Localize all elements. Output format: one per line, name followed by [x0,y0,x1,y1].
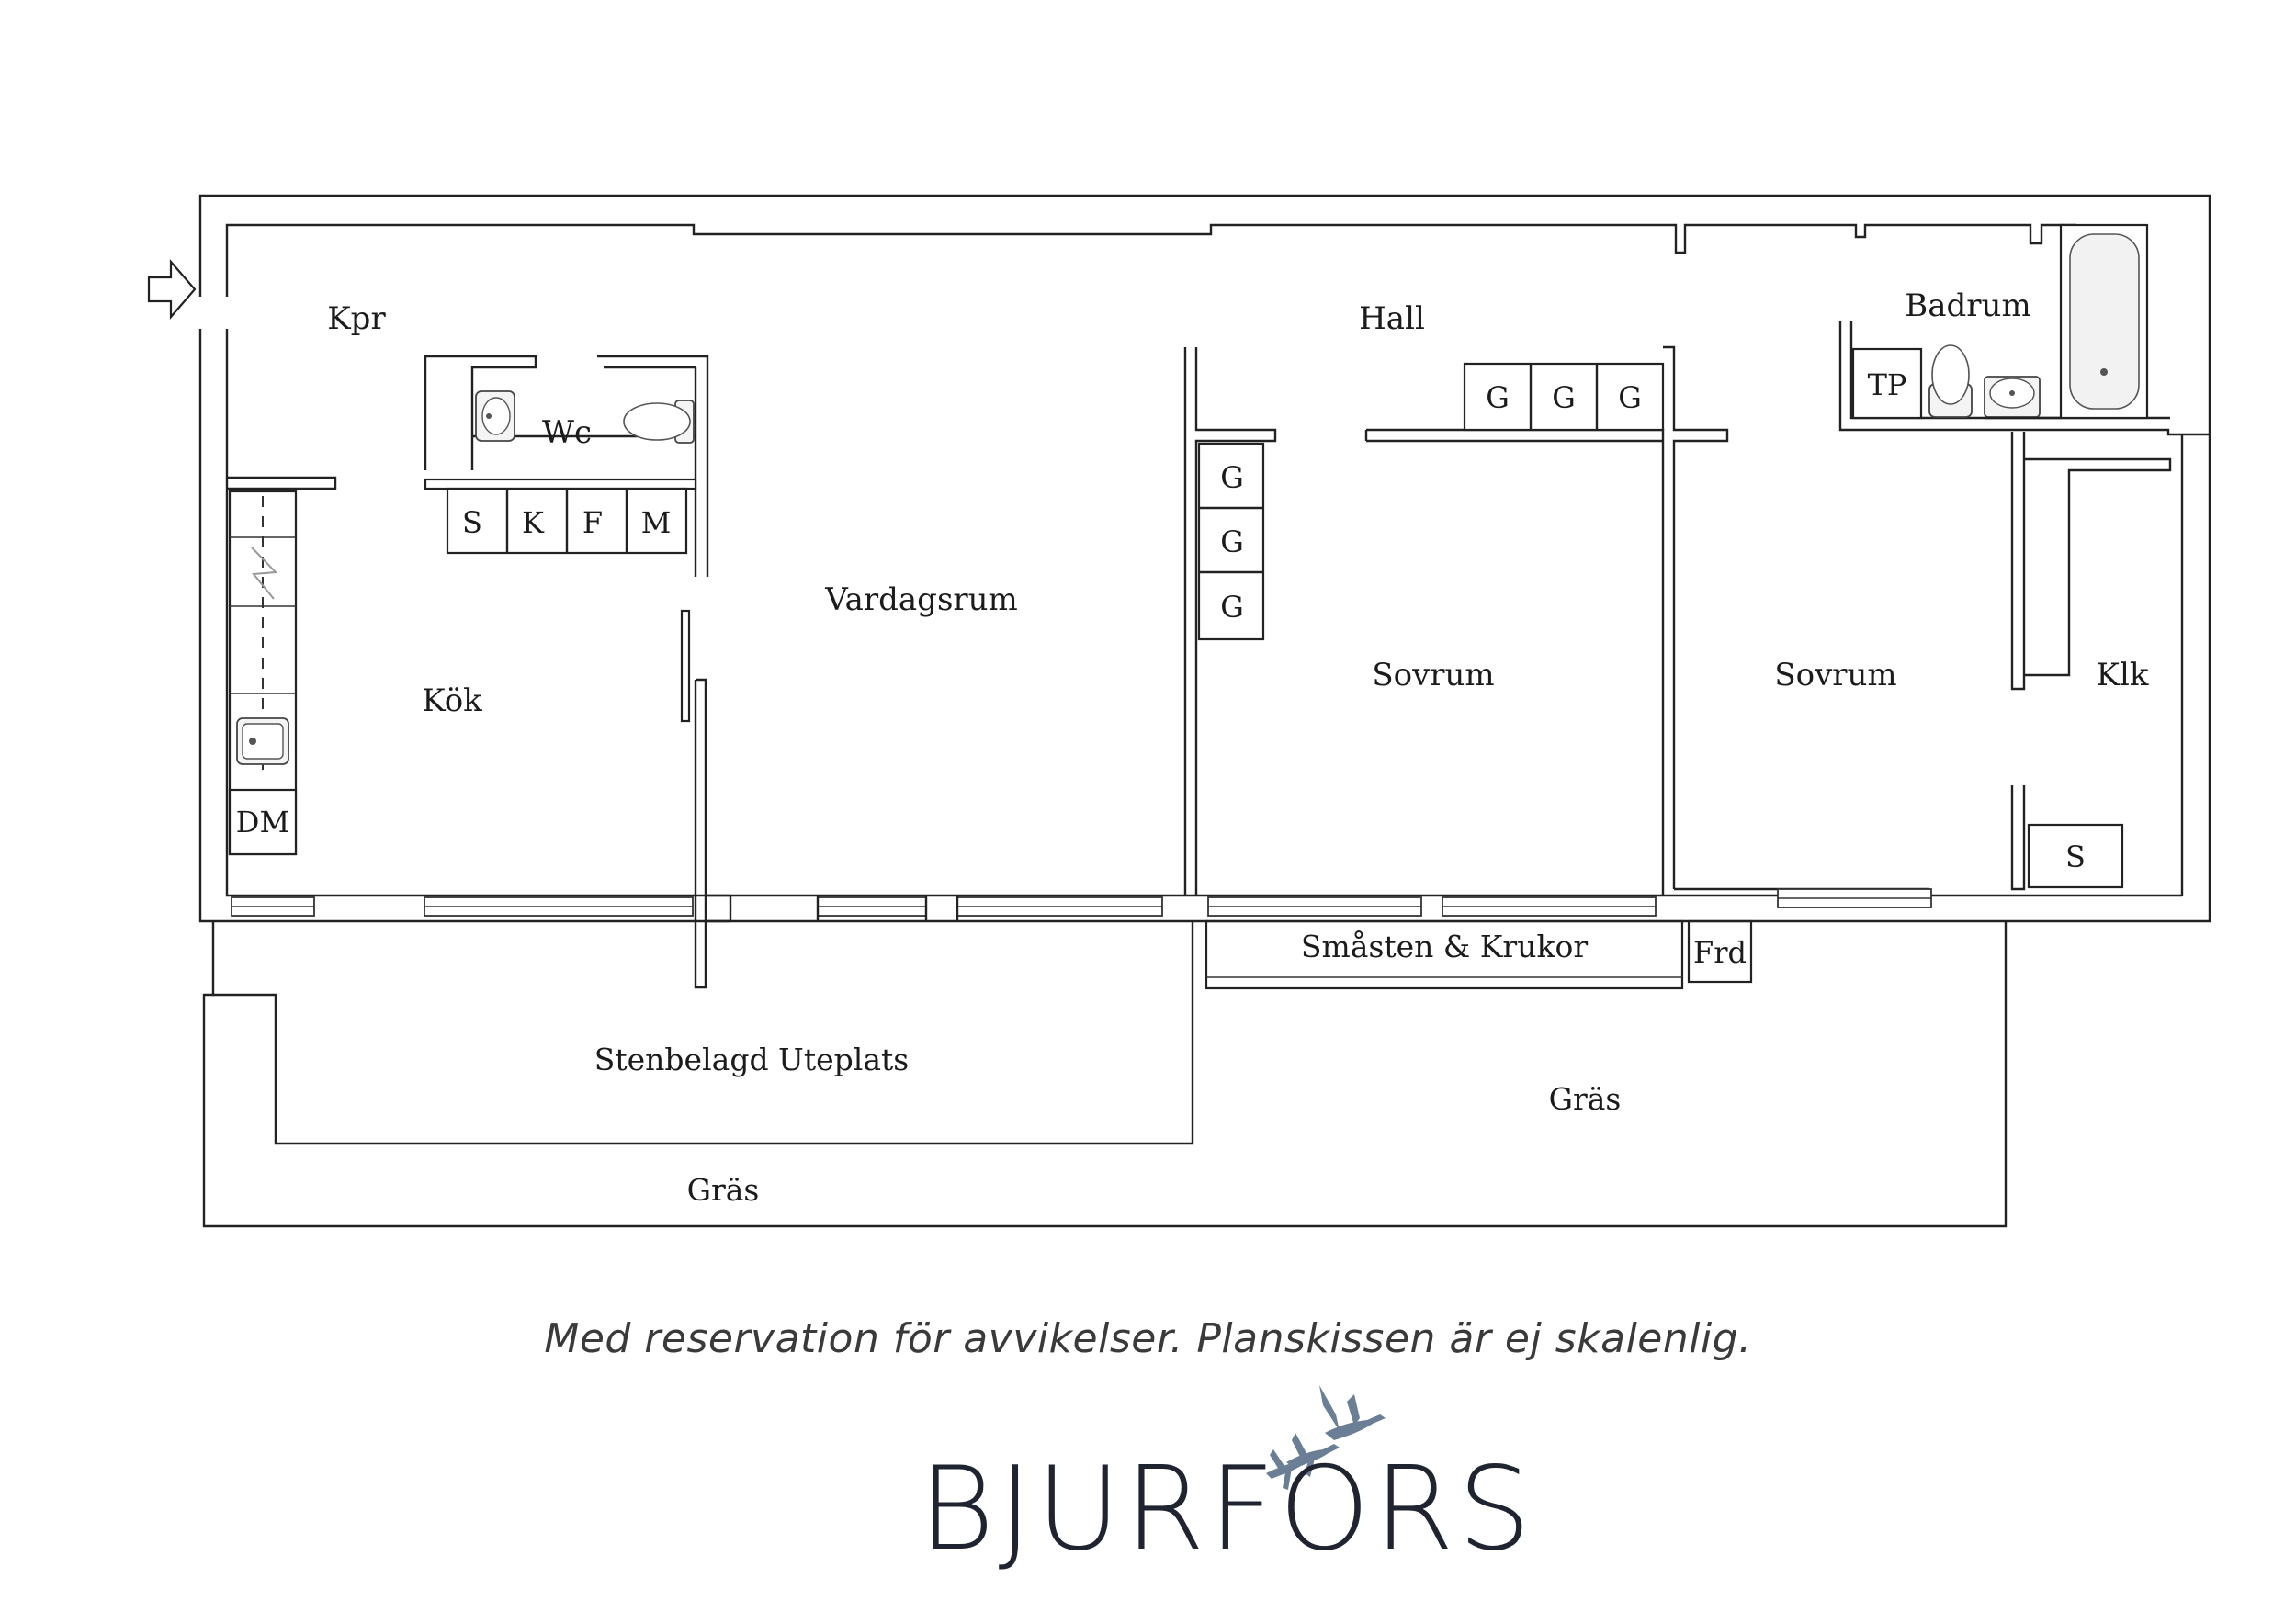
label-kok: Kök [422,682,482,719]
label-hall: Hall [1359,300,1425,337]
room-labels: Kpr Wc Hall Badrum Vardagsrum Kök Sovrum… [327,287,2149,719]
floor-plan: Kpr Wc Hall Badrum Vardagsrum Kök Sovrum… [147,194,2211,1228]
sink-icon [236,717,289,765]
bedroom-wardrobe-1: G [1220,460,1244,495]
label-uteplats: Stenbelagd Uteplats [594,1042,909,1077]
hall-wardrobe-1: G [1486,380,1510,415]
building-walls [198,194,2211,923]
living-room [680,609,1163,989]
label-gras-bottom: Gräs [687,1172,760,1208]
brand-logo-text: BJURFORS [919,1441,1535,1576]
label-wc: Wc [542,414,592,451]
outdoor-labels: Småsten & Krukor Stenbelagd Uteplats Grä… [594,929,1622,1208]
cabinet-labels: S K F M G G G G G G TP DM S Frd [236,367,2086,970]
toilet-icon-2 [1928,344,1973,418]
cabinet-k: K [522,505,545,540]
bedroom-wardrobe-2: G [1220,524,1244,559]
label-sovrum-1: Sovrum [1372,657,1494,693]
bathroom [1838,223,2210,436]
bedroom-2 [1663,345,1932,908]
label-frd: Frd [1693,935,1747,970]
label-badrum: Badrum [1905,287,2030,324]
hall-wardrobe-2: G [1552,380,1576,415]
cabinet-f: F [582,505,603,540]
washbasin-icon [475,390,515,442]
disclaimer-text: Med reservation för avvikelser. Planskis… [544,1315,1752,1362]
label-sovrum-2: Sovrum [1774,657,1896,693]
fridge-icon [251,547,278,600]
cabinet-m: M [641,505,672,540]
bedroom-1 [1183,347,1665,917]
label-klk: Klk [2097,657,2149,693]
cabinet-s: S [462,505,482,540]
label-smasten: Småsten & Krukor [1301,929,1588,964]
walk-in-closet [2010,432,2172,891]
entrance-arrow-icon [147,259,197,320]
label-gras-right: Gräs [1549,1081,1622,1117]
cabinet-dm: DM [236,805,289,840]
hall-wardrobe-3: G [1618,380,1642,415]
flying-geese-icon [1266,1385,1386,1490]
wc-room [424,355,709,577]
toilet-icon [623,400,695,444]
cabinet-tp: TP [1868,367,1907,402]
bedroom-wardrobe-3: G [1220,590,1244,625]
bathtub-icon [2059,223,2149,420]
cabinet-klk-s: S [2065,840,2086,874]
label-vardagsrum: Vardagsrum [824,581,1018,618]
dishwasher-box [228,788,298,856]
washbasin-icon-2 [1984,376,2041,418]
label-kpr: Kpr [327,300,386,337]
